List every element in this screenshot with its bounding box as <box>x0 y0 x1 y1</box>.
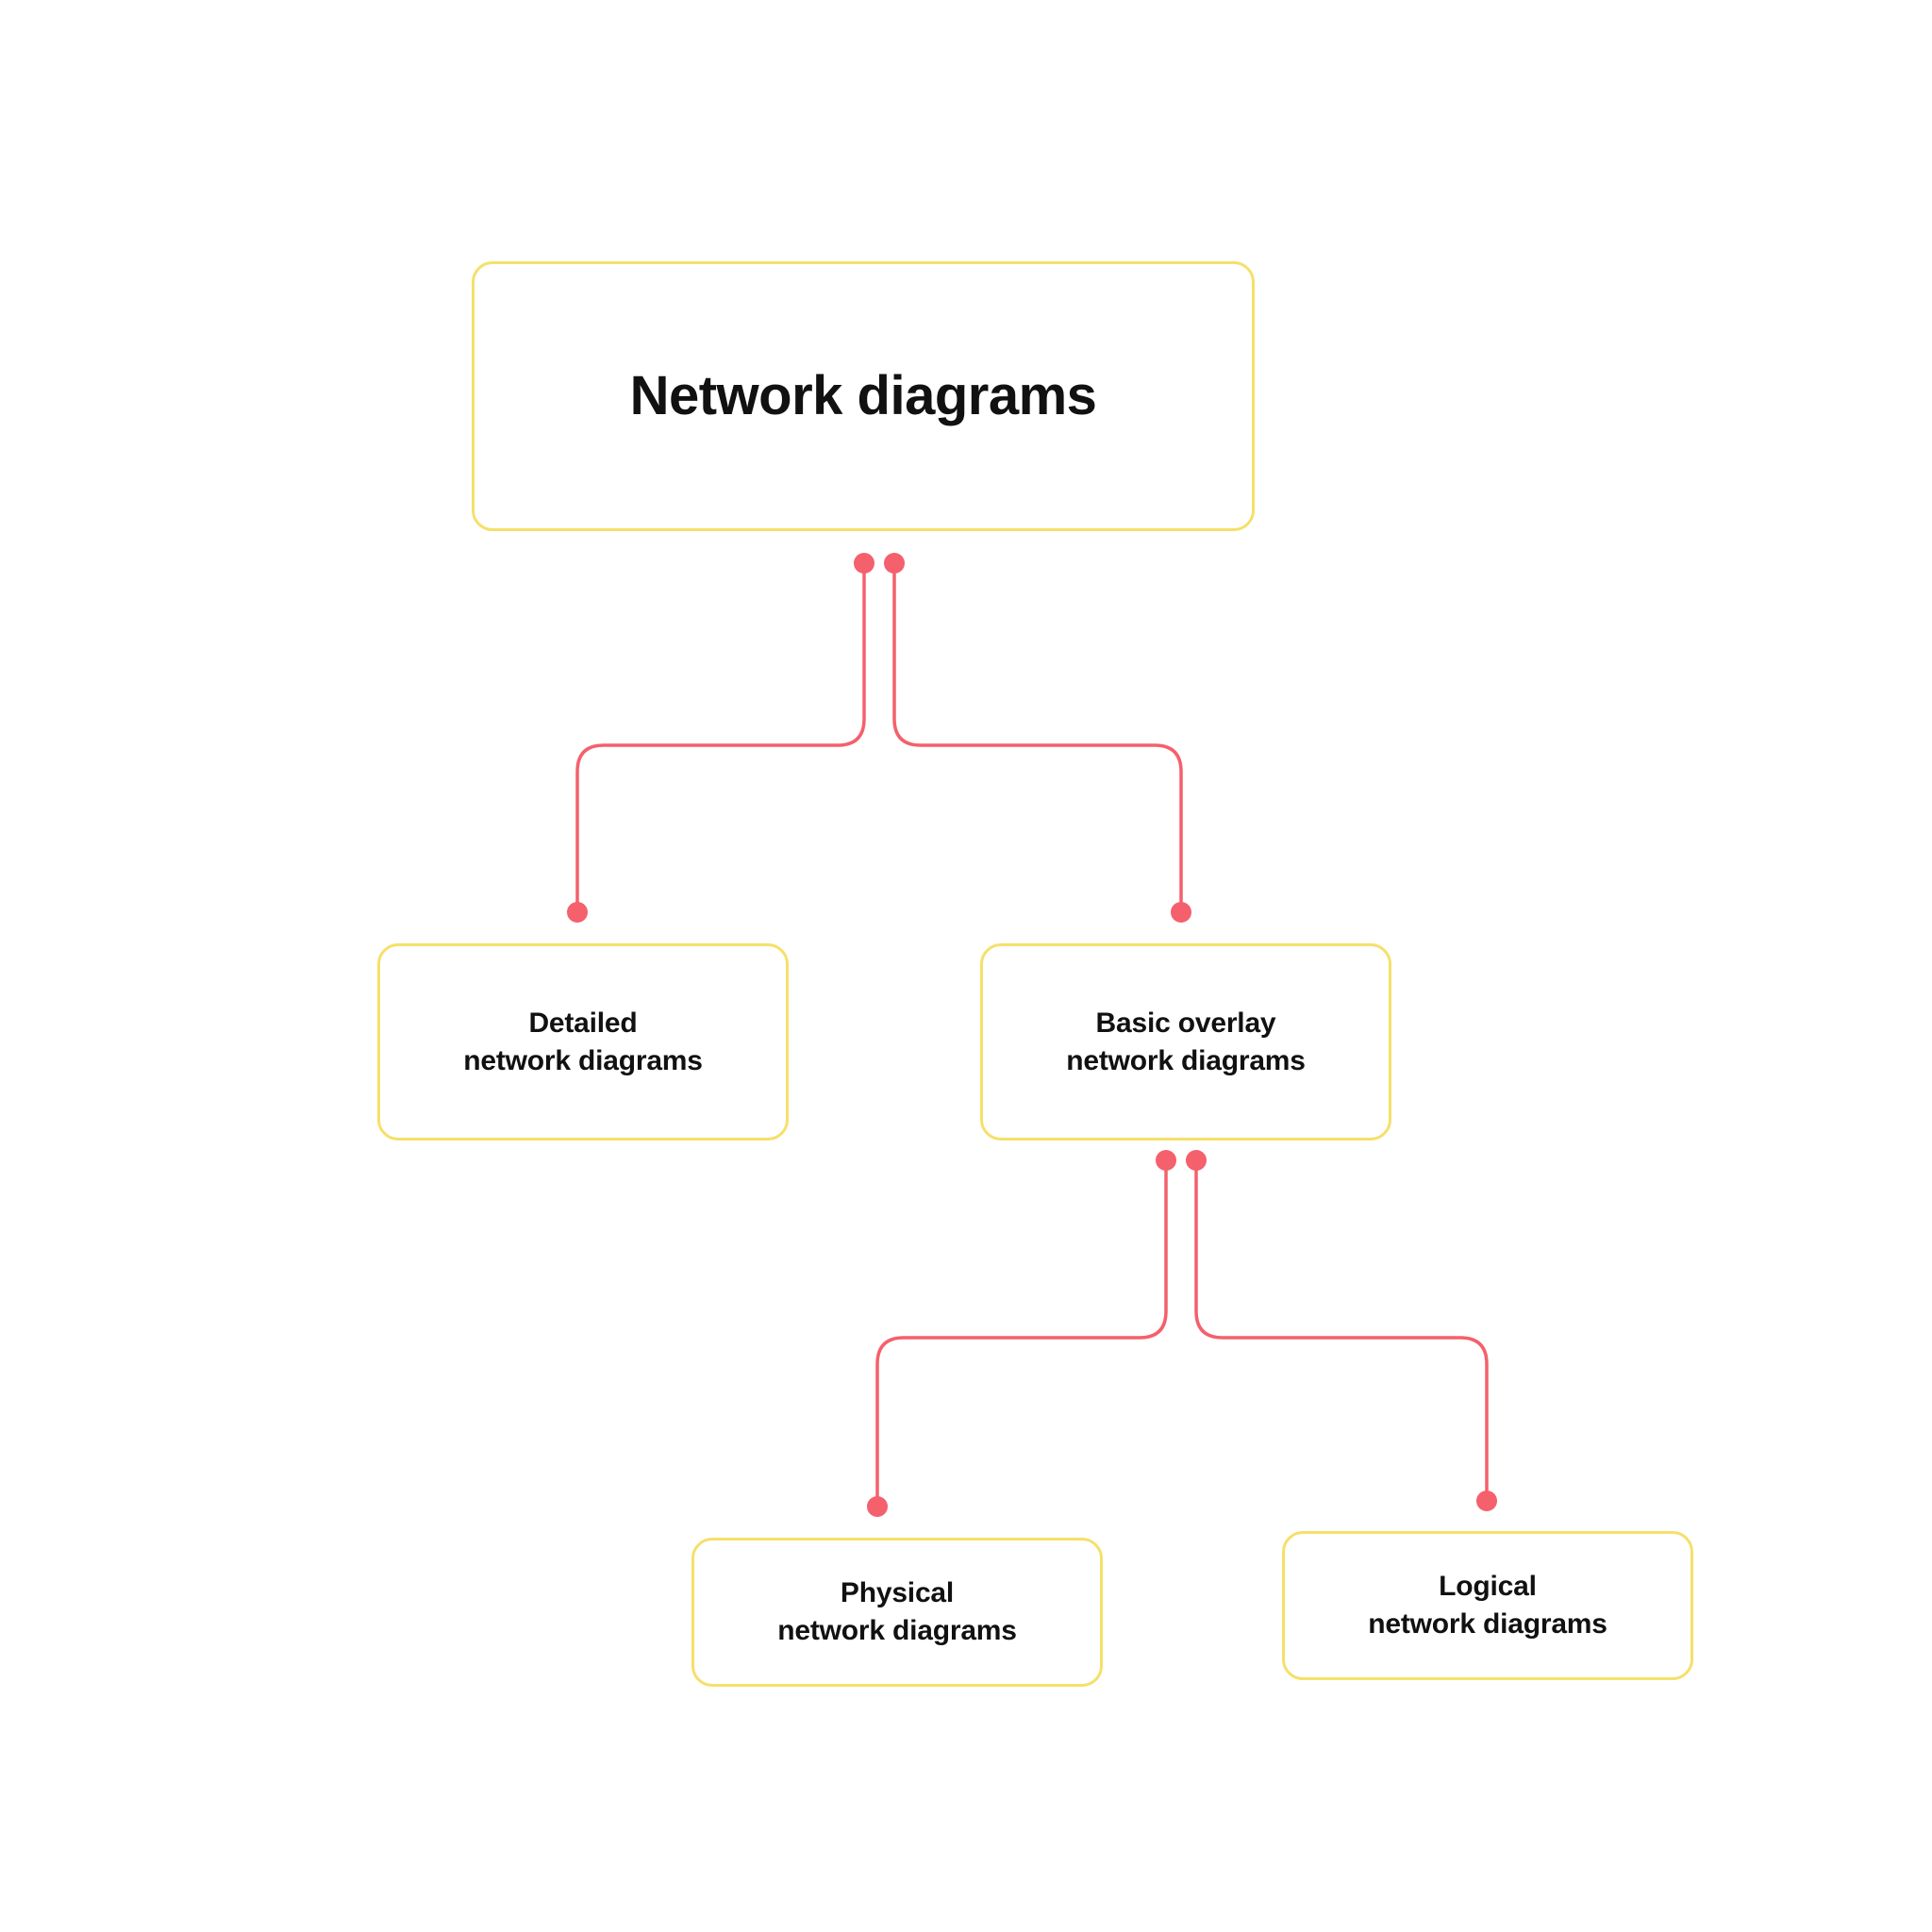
node-label-logical: Logical network diagrams <box>1368 1571 1607 1640</box>
edge-path-basic-physical <box>875 1160 1168 1504</box>
edge-path-root-basic <box>892 563 1183 909</box>
edge-end-dot-detailed <box>567 902 588 923</box>
node-label-basic-overlay: Basic overlay network diagrams <box>1066 1007 1306 1076</box>
edge-path-root-detailed <box>575 563 866 909</box>
node-logical-network-diagrams[interactable]: Logical network diagrams <box>1282 1531 1693 1680</box>
node-label-detailed: Detailed network diagrams <box>463 1007 703 1076</box>
node-physical-network-diagrams[interactable]: Physical network diagrams <box>691 1538 1103 1687</box>
edge-end-dot-logical <box>1476 1491 1497 1511</box>
edge-path-basic-logical <box>1194 1160 1489 1498</box>
edge-end-dot-physical <box>867 1496 888 1517</box>
node-detailed-network-diagrams[interactable]: Detailed network diagrams <box>377 943 789 1141</box>
node-label-network-diagrams: Network diagrams <box>629 364 1097 426</box>
node-basic-overlay-network-diagrams[interactable]: Basic overlay network diagrams <box>980 943 1391 1141</box>
edge-basic-to-physical <box>867 1150 1176 1517</box>
edge-basic-to-logical <box>1186 1150 1497 1511</box>
edge-end-dot-basic <box>1171 902 1191 923</box>
node-label-physical: Physical network diagrams <box>777 1577 1017 1646</box>
edge-root-to-detailed <box>567 553 874 923</box>
node-network-diagrams[interactable]: Network diagrams <box>472 261 1255 531</box>
edge-root-to-basic-overlay <box>884 553 1191 923</box>
